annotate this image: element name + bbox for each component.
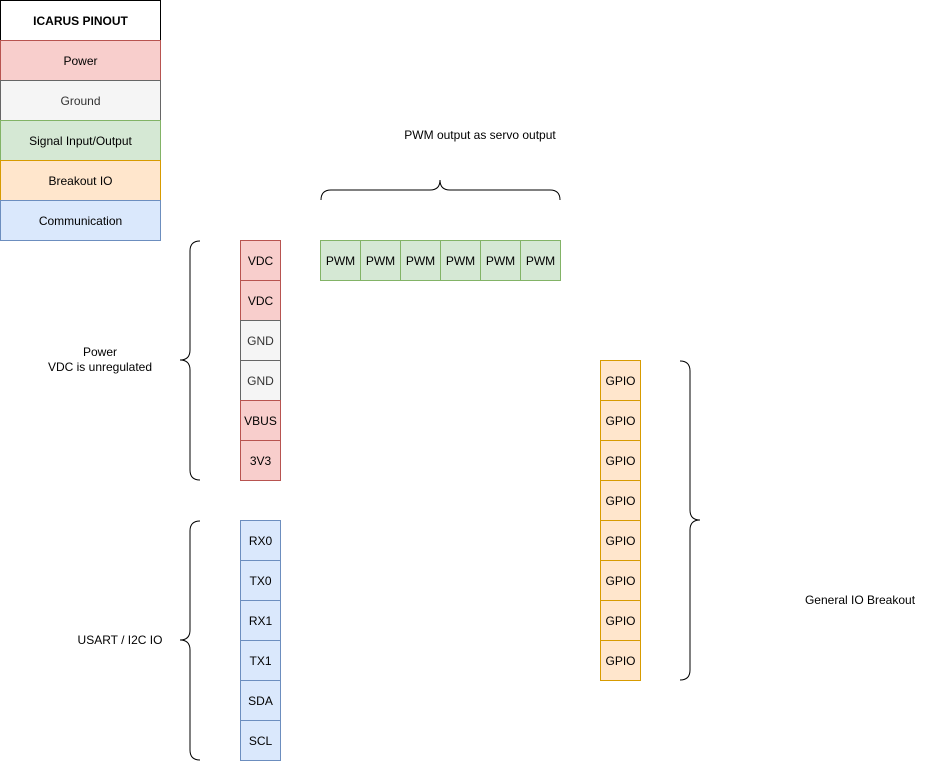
pin-pwm: PWM: [320, 240, 361, 281]
pin-scl: SCL: [240, 720, 281, 761]
pin-gpio: GPIO: [600, 640, 641, 681]
pin-tx1: TX1: [240, 640, 281, 681]
pin-gnd: GND: [240, 320, 281, 361]
pin-vdc: VDC: [240, 280, 281, 321]
gpio-bracket: [679, 360, 701, 681]
power-bracket: [179, 240, 201, 481]
legend-item-ground: Ground: [0, 80, 161, 121]
pin-rx0: RX0: [240, 520, 281, 561]
pin-gpio: GPIO: [600, 520, 641, 561]
pwm-annotation: PWM output as servo output: [404, 128, 556, 142]
pin-sda: SDA: [240, 680, 281, 721]
pin-pwm: PWM: [520, 240, 561, 281]
pin-vbus: VBUS: [240, 400, 281, 441]
pin-vdc: VDC: [240, 240, 281, 281]
pin-gpio: GPIO: [600, 400, 641, 441]
pin-gpio: GPIO: [600, 600, 641, 641]
pin-rx1: RX1: [240, 600, 281, 641]
pin-pwm: PWM: [480, 240, 521, 281]
pwm-bracket: [320, 179, 561, 201]
pin-pwm: PWM: [360, 240, 401, 281]
legend-title: ICARUS PINOUT: [0, 0, 161, 41]
legend-item-comm: Communication: [0, 200, 161, 241]
comm-bracket: [179, 520, 201, 761]
pin-gnd: GND: [240, 360, 281, 401]
pin-3v3: 3V3: [240, 440, 281, 481]
pin-pwm: PWM: [440, 240, 481, 281]
power-annotation: Power VDC is unregulated: [47, 345, 153, 374]
comm-annotation: USART / I2C IO: [77, 633, 163, 647]
pin-gpio: GPIO: [600, 480, 641, 521]
gpio-annotation: General IO Breakout: [804, 593, 916, 607]
legend-item-breakout: Breakout IO: [0, 160, 161, 201]
pin-tx0: TX0: [240, 560, 281, 601]
